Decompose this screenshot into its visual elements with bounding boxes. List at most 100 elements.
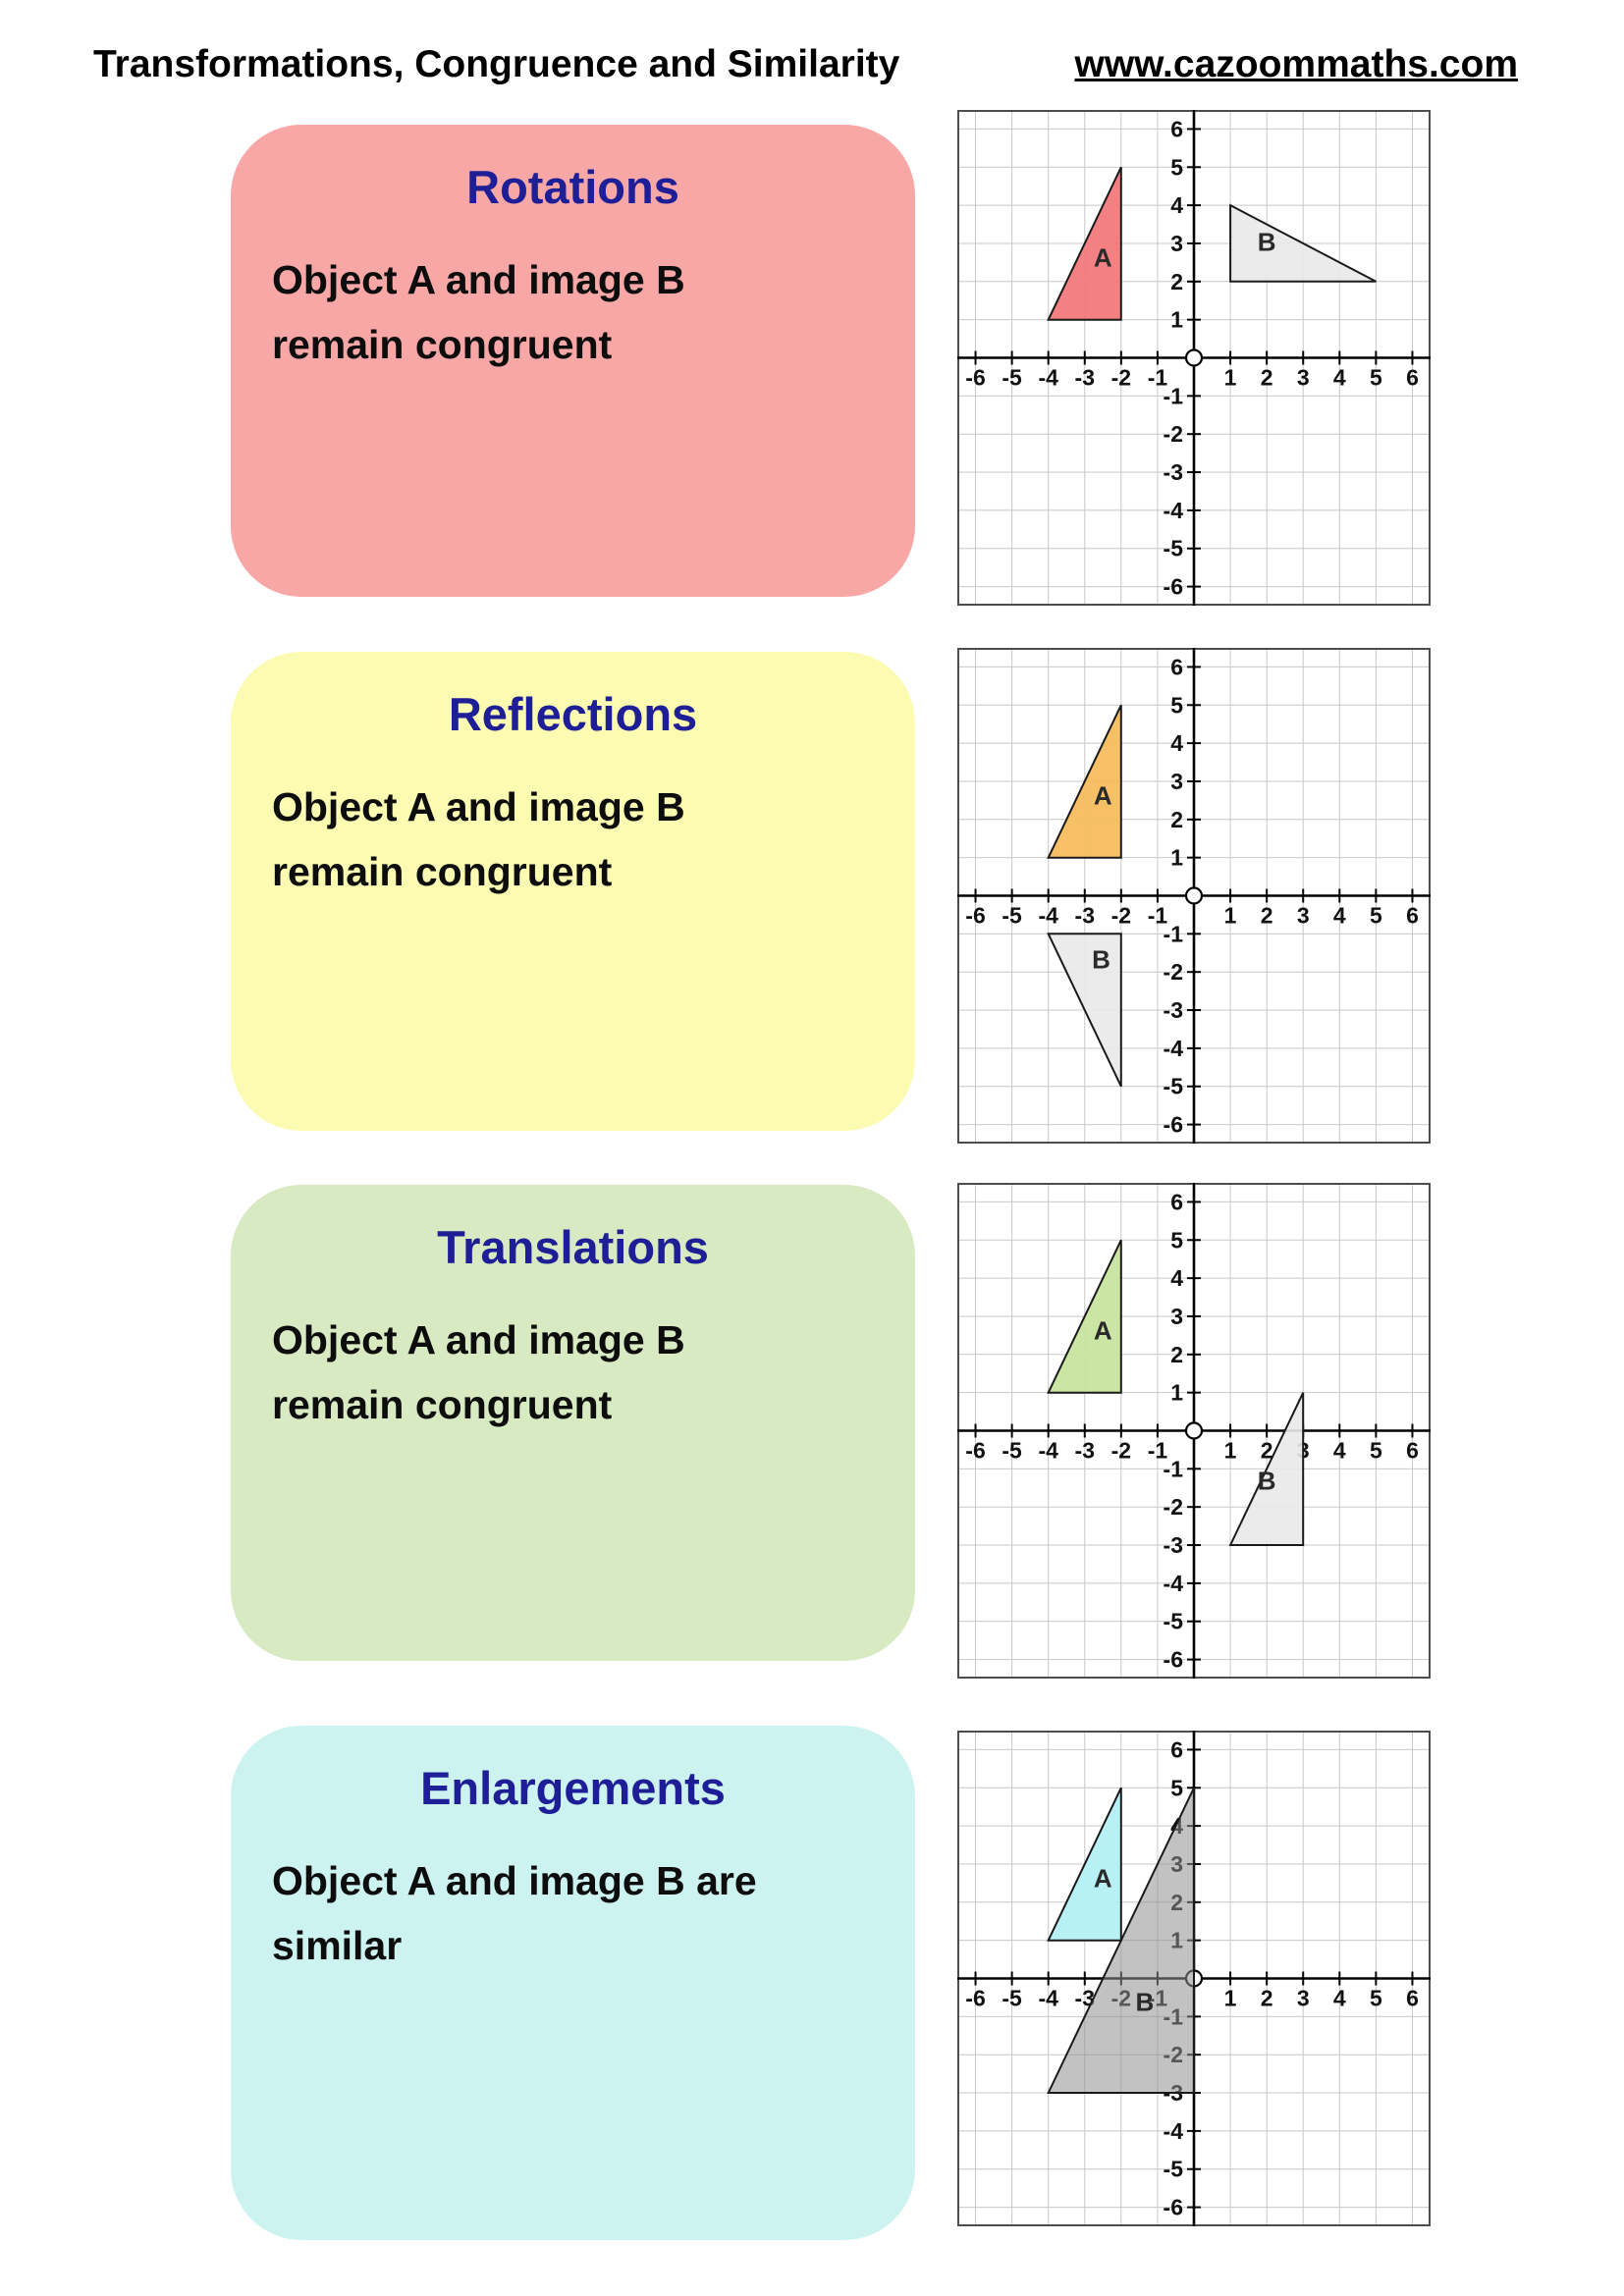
y-tick-label: -4 (1164, 1036, 1184, 1061)
x-tick-label: 1 (1224, 1438, 1237, 1464)
x-tick-label: -4 (1038, 903, 1058, 929)
y-tick-label: -6 (1164, 1112, 1183, 1138)
y-tick-label: 2 (1170, 807, 1183, 832)
y-tick-label: 5 (1170, 154, 1183, 180)
card-reflections: Reflections Object A and image B remain … (231, 652, 915, 1131)
y-tick-label: 6 (1170, 1189, 1183, 1214)
y-tick-label: 1 (1170, 1380, 1183, 1406)
triangle-label-b: B (1136, 1988, 1155, 2017)
y-tick-label: 3 (1170, 1304, 1183, 1329)
card-description-translations: Object A and image B remain congruent (272, 1308, 886, 1438)
x-tick-label: 2 (1261, 365, 1273, 391)
y-tick-label: 6 (1170, 116, 1183, 141)
y-tick-label: -3 (1164, 459, 1183, 485)
x-tick-label: 6 (1406, 903, 1419, 929)
y-tick-label: -6 (1164, 2195, 1183, 2220)
x-tick-label: -1 (1148, 1438, 1168, 1464)
x-tick-label: 4 (1333, 365, 1346, 391)
x-tick-label: -6 (965, 1438, 985, 1464)
x-tick-label: -2 (1111, 365, 1131, 391)
card-enlargements: Enlargements Object A and image B are si… (231, 1726, 915, 2240)
x-tick-label: -4 (1038, 1986, 1058, 2011)
x-tick-label: 5 (1370, 903, 1382, 929)
y-tick-label: 4 (1170, 192, 1183, 218)
description-line: Object A and image B (272, 784, 685, 829)
x-tick-label: -4 (1038, 1438, 1058, 1464)
description-line: Object A and image B (272, 1317, 685, 1362)
x-tick-label: -6 (965, 365, 985, 391)
x-tick-label: -1 (1148, 903, 1168, 929)
x-tick-label: 1 (1224, 903, 1237, 929)
y-tick-label: 6 (1170, 654, 1183, 679)
triangle-label-a: A (1094, 1863, 1112, 1893)
y-tick-label: 5 (1170, 1775, 1183, 1800)
triangle-b (1228, 1392, 1305, 1546)
card-heading-enlargements: Enlargements (420, 1762, 726, 1814)
y-tick-label: -4 (1164, 498, 1184, 523)
triangle-label-a: A (1094, 1315, 1112, 1345)
y-tick-label: 3 (1170, 769, 1183, 794)
x-tick-label: 4 (1333, 1986, 1346, 2011)
y-tick-label: 1 (1170, 307, 1183, 333)
y-tick-label: 4 (1170, 730, 1183, 756)
x-tick-label: 3 (1297, 365, 1310, 391)
x-tick-label: -5 (1001, 1986, 1022, 2011)
description-line: Object A and image B are (272, 1858, 757, 1903)
website-link[interactable]: www.cazoommaths.com (1074, 43, 1519, 85)
triangle-b (1047, 933, 1122, 1088)
x-tick-label: 5 (1370, 365, 1382, 391)
y-tick-label: -3 (1164, 1532, 1183, 1558)
card-heading-rotations: Rotations (466, 161, 679, 213)
origin-marker (1184, 886, 1204, 905)
x-tick-label: -3 (1075, 903, 1095, 929)
y-tick-label: -1 (1164, 1456, 1184, 1481)
x-tick-label: -6 (965, 903, 985, 929)
x-tick-label: 5 (1370, 1438, 1382, 1464)
x-tick-label: 2 (1261, 903, 1273, 929)
y-tick-label: -1 (1164, 383, 1184, 408)
y-tick-label: -3 (1164, 997, 1183, 1023)
card-heading-translations: Translations (437, 1221, 709, 1273)
y-tick-label: 3 (1170, 231, 1183, 256)
x-tick-label: -1 (1148, 365, 1168, 391)
y-tick-label: 4 (1170, 1265, 1183, 1291)
x-tick-label: -4 (1038, 365, 1058, 391)
x-tick-label: 6 (1406, 1438, 1419, 1464)
y-tick-label: -4 (1164, 2118, 1184, 2144)
x-tick-label: -5 (1001, 903, 1022, 929)
triangle-label-b: B (1092, 944, 1110, 974)
y-tick-label: -4 (1164, 1571, 1184, 1596)
y-tick-label: 2 (1170, 269, 1183, 294)
x-tick-label: 6 (1406, 365, 1419, 391)
y-tick-label: 6 (1170, 1736, 1183, 1762)
description-line: similar (272, 1923, 403, 1969)
y-tick-label: -1 (1164, 921, 1184, 946)
origin-marker (1184, 1421, 1204, 1440)
x-tick-label: 1 (1224, 365, 1237, 391)
y-tick-label: -5 (1164, 536, 1184, 561)
x-tick-label: 2 (1261, 1438, 1273, 1464)
description-line: Object A and image B (272, 257, 685, 302)
y-tick-label: -2 (1164, 959, 1183, 985)
x-tick-label: 2 (1261, 1986, 1273, 2011)
origin-marker (1184, 348, 1204, 367)
y-tick-label: -6 (1164, 1647, 1183, 1673)
axis-ticks (974, 128, 1414, 588)
x-tick-label: -3 (1075, 1438, 1095, 1464)
x-tick-label: -5 (1001, 1438, 1022, 1464)
x-tick-label: 5 (1370, 1986, 1382, 2011)
triangle-label-a: A (1094, 242, 1112, 272)
card-description-enlargements: Object A and image B are similar (272, 1848, 886, 1979)
axis-ticks (974, 666, 1414, 1126)
x-tick-label: 3 (1297, 1986, 1310, 2011)
card-rotations: Rotations Object A and image B remain co… (231, 125, 915, 597)
x-tick-label: -3 (1075, 365, 1095, 391)
